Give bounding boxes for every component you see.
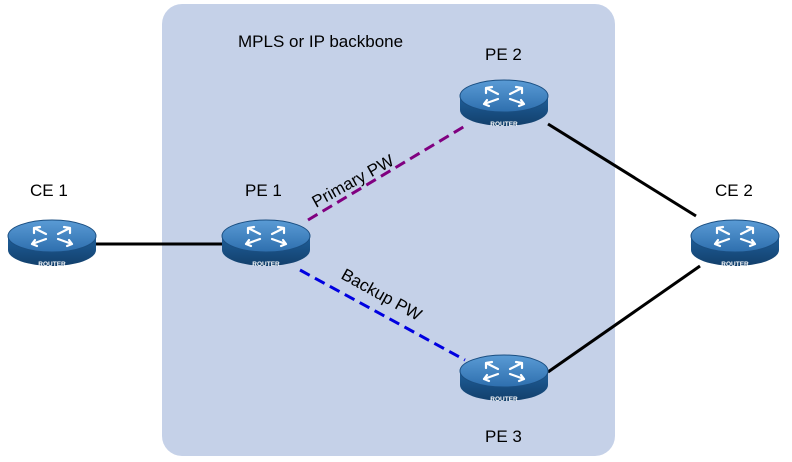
backbone-label: MPLS or IP backbone (238, 32, 403, 51)
router-ce2[interactable]: ROUTER (689, 218, 781, 268)
link-pe3-ce2 (547, 264, 701, 374)
router-pe1[interactable]: ROUTER (220, 218, 312, 268)
svg-text:ROUTER: ROUTER (490, 396, 518, 403)
router-icon (220, 218, 312, 268)
router-icon (458, 353, 550, 403)
primary-pw-line (307, 124, 466, 222)
router-icon (689, 218, 781, 268)
svg-text:ROUTER: ROUTER (252, 261, 280, 268)
router-pe3[interactable]: ROUTER (458, 353, 550, 403)
router-ce1[interactable]: ROUTER (6, 218, 98, 268)
svg-text:ROUTER: ROUTER (490, 121, 518, 128)
backup-pw-line (299, 268, 466, 362)
node-label-ce2: CE 2 (715, 181, 753, 200)
router-icon (6, 218, 98, 268)
node-label-ce1: CE 1 (30, 181, 68, 200)
link-pe2-ce2 (547, 122, 697, 218)
router-pe2[interactable]: ROUTER (458, 78, 550, 128)
svg-text:ROUTER: ROUTER (721, 261, 749, 268)
svg-text:ROUTER: ROUTER (38, 261, 66, 268)
node-label-pe3: PE 3 (485, 427, 522, 446)
node-label-pe1: PE 1 (245, 181, 282, 200)
node-label-pe2: PE 2 (485, 45, 522, 64)
router-icon (458, 78, 550, 128)
